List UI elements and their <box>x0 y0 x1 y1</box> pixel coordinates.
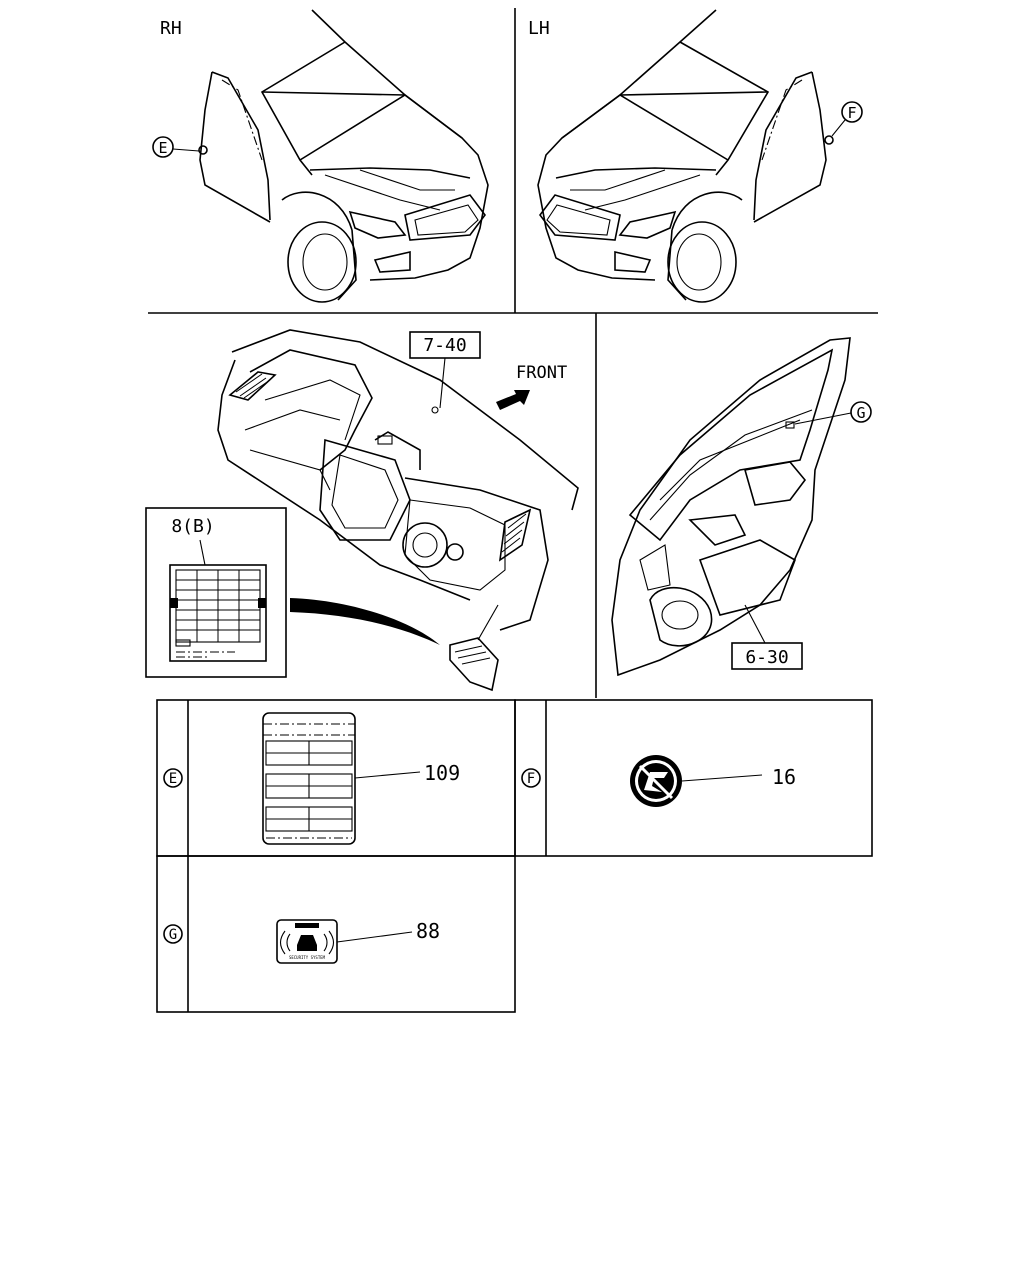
svg-text:E: E <box>158 139 167 157</box>
svg-text:G: G <box>169 927 177 943</box>
inset-8b: 8(B) <box>145 507 287 678</box>
detail-f: F 16 <box>521 755 796 807</box>
front-direction: FRONT <box>496 363 567 410</box>
door-panel: G 6-30 <box>611 337 872 677</box>
front-arrow-icon <box>496 390 530 410</box>
callout-g: G <box>794 401 872 425</box>
panel-dividers <box>148 8 878 698</box>
svg-text:7-40: 7-40 <box>423 335 466 356</box>
svg-text:SECURITY SYSTEM: SECURITY SYSTEM <box>289 955 326 960</box>
part-number-88: 88 <box>416 919 440 943</box>
svg-text:F: F <box>847 104 856 122</box>
lh-panel: LH F <box>528 9 863 303</box>
detail-g-letter: G <box>163 924 183 944</box>
inset-pointer <box>290 598 440 645</box>
svg-text:E: E <box>169 771 177 787</box>
car-icon <box>297 935 317 951</box>
detail-g: G ISUZU SECURITY SYSTEM 88 <box>163 919 440 964</box>
detail-e: E 109 <box>163 712 460 845</box>
warning-decal-16 <box>630 755 682 807</box>
fuse-label-109 <box>262 712 356 845</box>
detail-tables <box>156 699 873 1013</box>
rh-vehicle-drawing <box>198 9 489 303</box>
lh-label: LH <box>528 18 550 39</box>
callout-e: E <box>152 136 200 158</box>
callout-7-40: 7-40 <box>409 331 481 409</box>
dashboard-drawing <box>217 329 579 692</box>
part-number-16: 16 <box>772 765 796 789</box>
detail-e-letter: E <box>163 768 183 788</box>
part-number-109: 109 <box>424 761 460 785</box>
front-label: FRONT <box>516 363 567 383</box>
svg-text:6-30: 6-30 <box>745 647 788 668</box>
dash-panel: 7-40 FRONT 8(B) <box>145 329 579 692</box>
rh-panel: RH E <box>152 9 489 303</box>
callout-f: F <box>831 101 863 137</box>
rh-label: RH <box>160 18 182 39</box>
security-label-88: ISUZU SECURITY SYSTEM <box>276 919 338 964</box>
svg-text:F: F <box>527 771 535 787</box>
detail-f-letter: F <box>521 768 541 788</box>
door-drawing <box>611 337 851 677</box>
lh-vehicle-drawing <box>537 9 834 303</box>
svg-text:8(B): 8(B) <box>171 516 214 537</box>
svg-text:ISUZU: ISUZU <box>301 923 314 928</box>
callout-6-30: 6-30 <box>731 604 803 670</box>
svg-text:G: G <box>856 404 865 422</box>
